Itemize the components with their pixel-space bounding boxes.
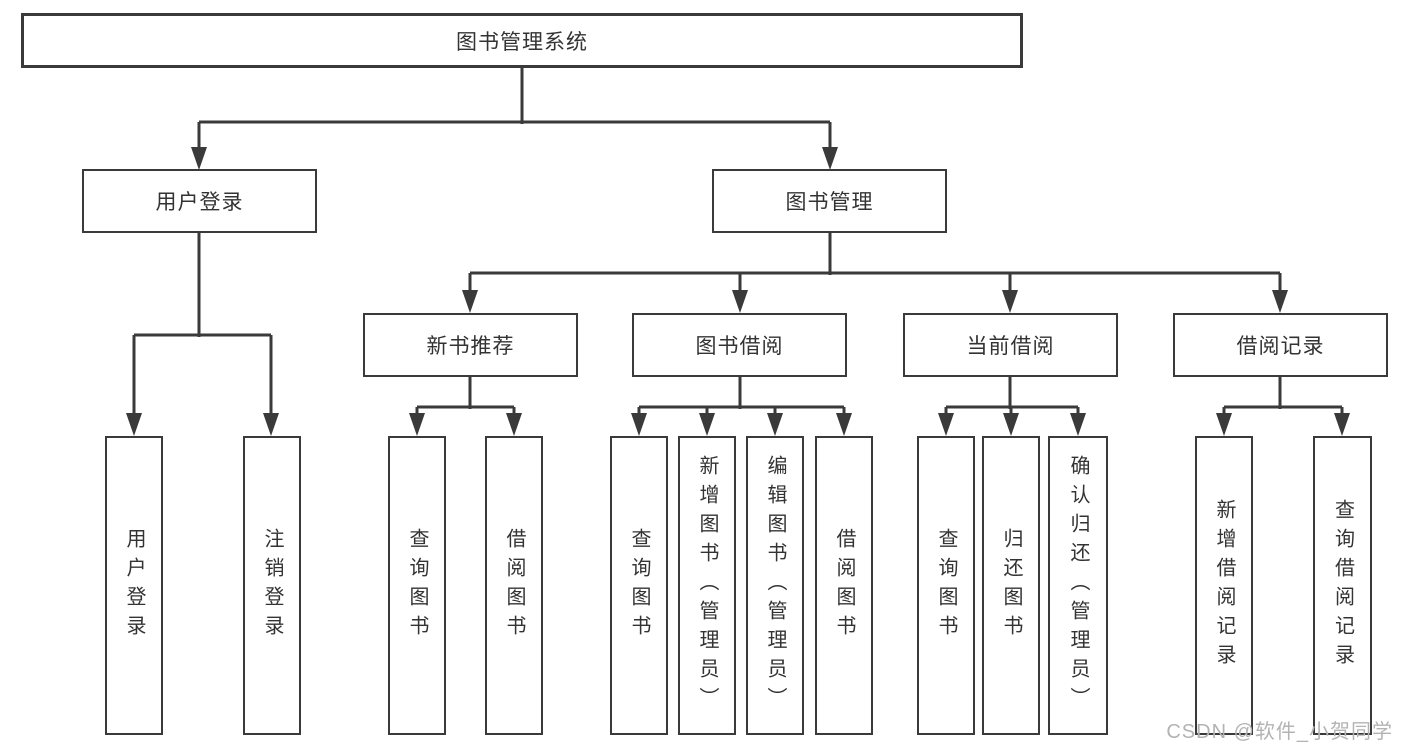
leaf-logout: 注销登录 [243, 436, 301, 735]
leaf-current-confirm-return-admin: 确认归还（管理员） [1048, 436, 1108, 735]
leaf-newbook-borrow-books: 借阅图书 [485, 436, 543, 735]
leaf-borrow-edit-books-admin: 编辑图书（管理员） [746, 436, 804, 735]
node-user-login: 用户登录 [82, 169, 317, 233]
node-root: 图书管理系统 [21, 13, 1023, 68]
watermark: CSDN @软件_小贺同学 [1166, 721, 1393, 743]
node-current-borrow: 当前借阅 [903, 313, 1118, 377]
node-book-borrow: 图书借阅 [632, 313, 847, 377]
leaf-records-query: 查询借阅记录 [1313, 436, 1372, 735]
leaf-user-login: 用户登录 [105, 436, 163, 735]
leaf-newbook-query-books: 查询图书 [388, 436, 446, 735]
leaf-records-add: 新增借阅记录 [1195, 436, 1253, 735]
node-new-book-recommend: 新书推荐 [363, 313, 578, 377]
leaf-borrow-query-books: 查询图书 [610, 436, 668, 735]
leaf-current-query-books: 查询图书 [917, 436, 975, 735]
leaf-borrow-borrow-books: 借阅图书 [815, 436, 873, 735]
leaf-current-return-books: 归还图书 [982, 436, 1040, 735]
leaf-borrow-add-books-admin: 新增图书（管理员） [678, 436, 736, 735]
node-borrow-records: 借阅记录 [1173, 313, 1388, 377]
node-book-management: 图书管理 [712, 169, 947, 233]
